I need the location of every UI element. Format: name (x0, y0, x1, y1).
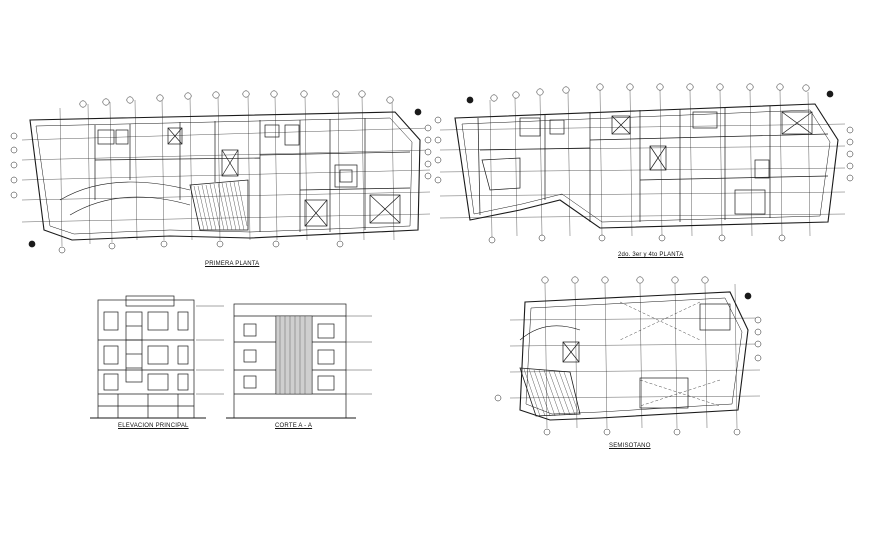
corte-a-a (226, 303, 372, 419)
plan-primera-planta (10, 90, 432, 254)
caption-segunda-planta: 2do. 3er y 4to PLANTA (618, 252, 684, 258)
caption-corte-a-a: CORTE A - A (275, 423, 313, 429)
plan-segunda-tercera-cuarta-planta (434, 83, 854, 244)
caption-semisotano: SEMISOTANO (609, 443, 651, 449)
caption-primera-planta: PRIMERA PLANTA (205, 261, 260, 267)
caption-elevacion-principal: ELEVACION PRINCIPAL (118, 423, 189, 429)
plan-semisotano (494, 276, 762, 436)
elevacion-principal (90, 295, 224, 419)
